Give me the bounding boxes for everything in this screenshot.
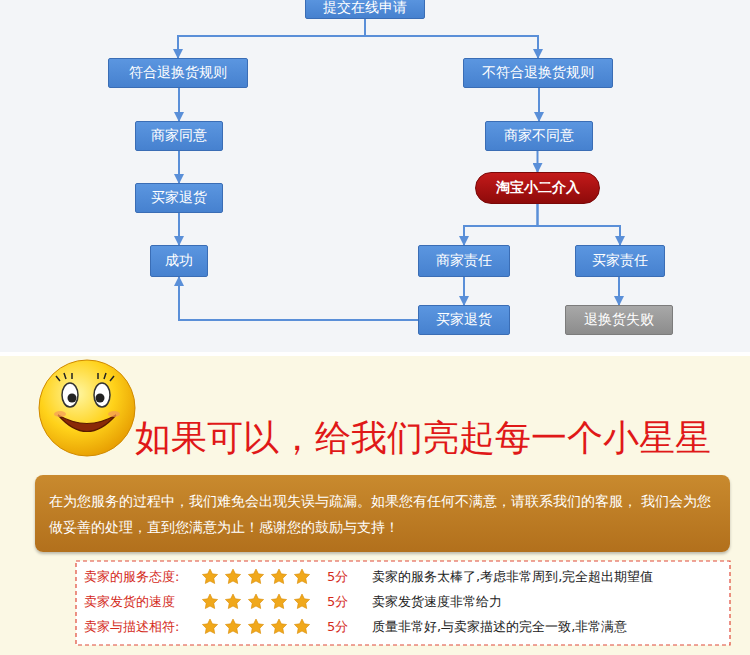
rating-score: 5分 xyxy=(327,593,348,611)
flow-arrow xyxy=(178,19,365,58)
flow-arrow xyxy=(179,277,418,320)
flow-arrow xyxy=(538,88,540,121)
rating-table-border xyxy=(76,561,730,645)
failure-box: 退换货失败 xyxy=(565,305,673,335)
smiley-face xyxy=(39,360,135,456)
rating-comment: 卖家的服务太棒了,考虑非常周到,完全超出期望值 xyxy=(372,568,653,586)
flow-arrow xyxy=(537,151,539,172)
node-text: 成功 xyxy=(165,252,193,270)
node-text: 符合退换货规则 xyxy=(129,64,227,82)
process-box: 买家责任 xyxy=(575,245,665,277)
rating-label: 卖家的服务态度: xyxy=(84,568,179,586)
rating-score: 5分 xyxy=(327,618,348,636)
slogan-title: 如果可以，给我们亮起每一个小星星 xyxy=(135,414,711,463)
flow-arrow xyxy=(538,204,621,245)
intervention-box: 淘宝小二介入 xyxy=(475,172,600,204)
node-text: 商家同意 xyxy=(151,127,207,145)
node-text: 商家不同意 xyxy=(504,127,574,145)
result-box: 成功 xyxy=(150,245,208,277)
rating-score: 5分 xyxy=(327,568,348,586)
node-text: 淘宝小二介入 xyxy=(496,179,580,197)
node-text: 商家责任 xyxy=(436,252,492,270)
process-box: 符合退换货规则 xyxy=(108,58,248,88)
process-box: 买家退货 xyxy=(135,183,223,213)
flow-arrow xyxy=(178,213,180,245)
flow-arrow xyxy=(464,204,538,245)
node-text: 退换货失败 xyxy=(584,311,654,329)
process-box: 不符合退换货规则 xyxy=(463,58,613,88)
notice-band: 在为您服务的过程中，我们难免会出现失误与疏漏。如果您有任何不满意，请联系我们的客… xyxy=(35,475,730,552)
rating-label: 卖家与描述相符: xyxy=(84,618,179,636)
node-text: 提交在线申请 xyxy=(323,0,407,17)
node-text: 买家退货 xyxy=(151,189,207,207)
rating-comment: 卖家发货速度非常给力 xyxy=(372,593,502,611)
node-text: 买家责任 xyxy=(592,252,648,270)
rating-comment: 质量非常好,与卖家描述的完全一致,非常满意 xyxy=(372,618,627,636)
flow-arrow xyxy=(178,88,180,121)
rating-label: 卖家发货的速度 xyxy=(84,593,175,611)
divider xyxy=(0,352,750,356)
flow-arrow xyxy=(463,277,465,305)
flow-arrow xyxy=(365,19,538,58)
process-box: 商家同意 xyxy=(135,121,223,151)
flow-arrow xyxy=(178,151,180,183)
node-text: 不符合退换货规则 xyxy=(482,64,594,82)
process-box: 商家不同意 xyxy=(485,121,593,151)
rating-stars xyxy=(202,569,309,634)
node-text: 买家退货 xyxy=(436,311,492,329)
process-box: 提交在线申请 xyxy=(305,0,425,19)
process-box: 买家退货 xyxy=(418,305,510,335)
cream-panel xyxy=(0,356,750,655)
flow-arrow xyxy=(618,277,620,305)
node-text: 在为您服务的过程中，我们难免会出现失误与疏漏。如果您有任何不满意，请联系我们的客… xyxy=(49,488,716,540)
process-box: 商家责任 xyxy=(418,245,510,277)
flow-panel xyxy=(0,0,750,352)
